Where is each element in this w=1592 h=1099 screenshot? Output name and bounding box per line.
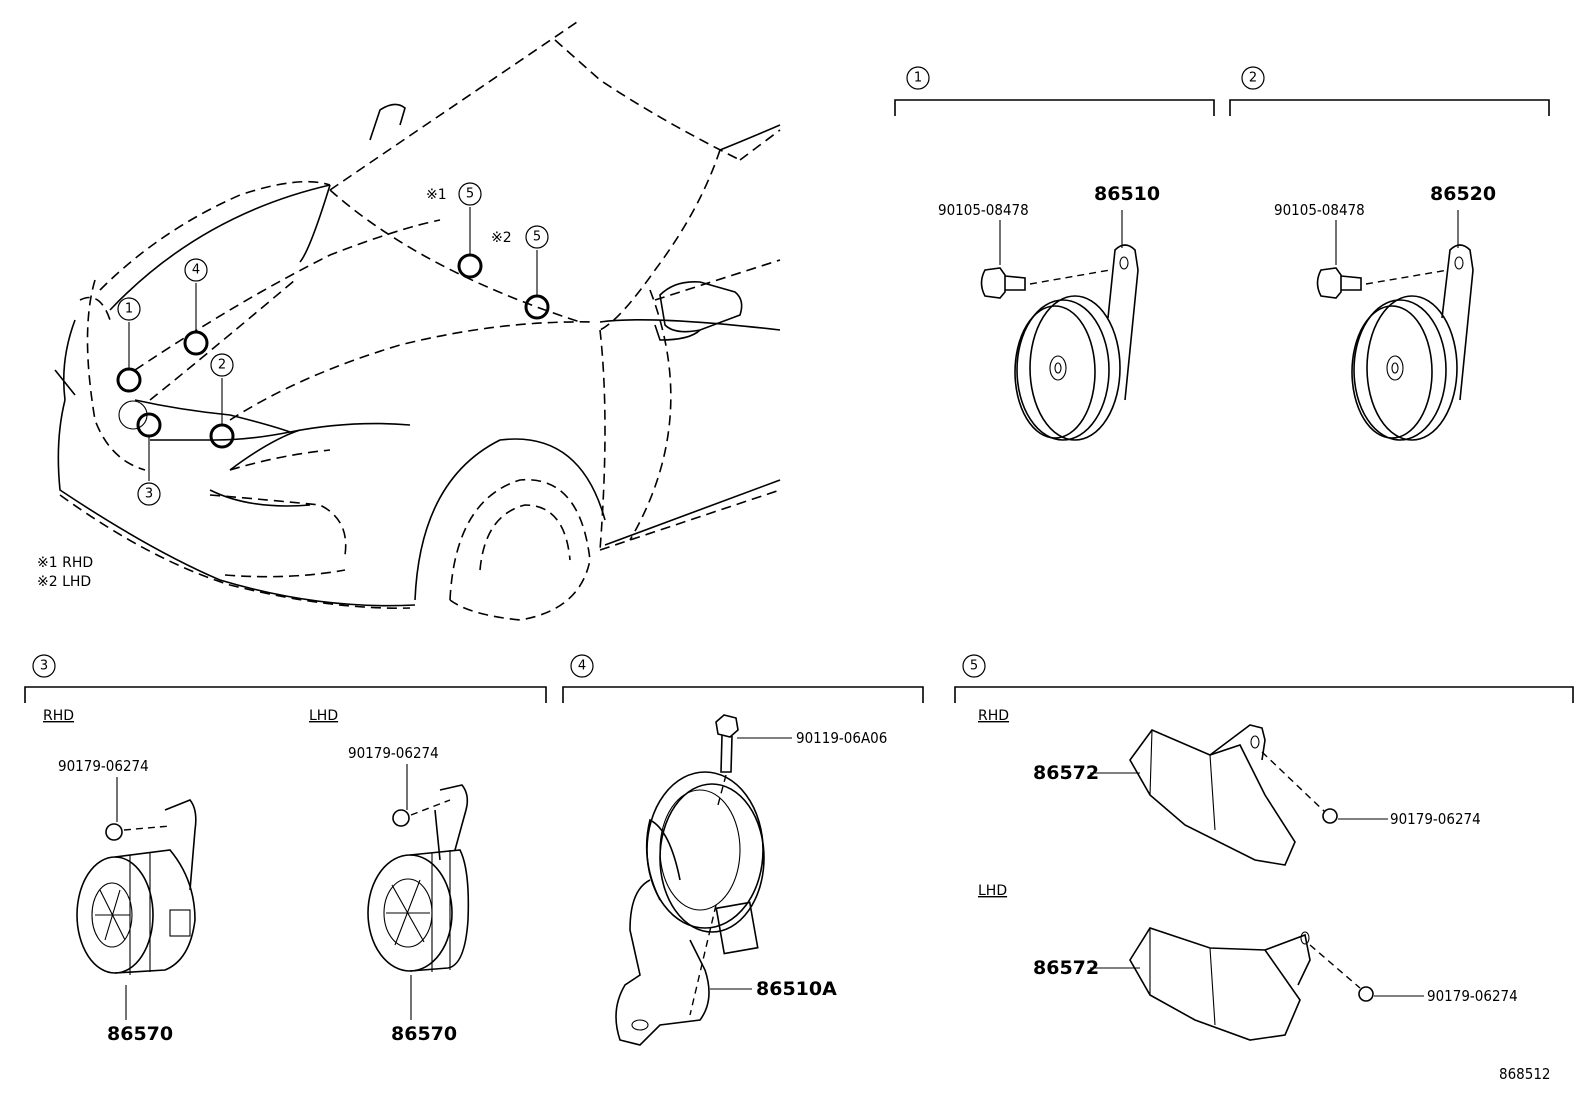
speaker-unit-icon <box>367 784 470 972</box>
section-4: 4 90119-06A06 86510A <box>562 654 924 1046</box>
s1-horn-label: 86510 <box>1094 183 1160 205</box>
diagram-id: 868512 <box>1499 1065 1551 1083</box>
callout-4: 4 <box>184 258 208 282</box>
s2-horn-label: 86520 <box>1430 183 1496 205</box>
callout-1: 1 <box>117 297 141 321</box>
section-5: 5 RHD LHD 86572 86572 90179-06274 90179-… <box>954 654 1574 1041</box>
s5-rhd-nut-label: 90179-06274 <box>1390 810 1481 828</box>
svg-text:3: 3 <box>40 659 48 674</box>
svg-text:4: 4 <box>578 659 586 674</box>
note-mark-2: ※2 <box>491 230 512 246</box>
speaker-unit-icon <box>76 799 197 975</box>
rhd-note: ※1 RHD <box>37 555 93 571</box>
s3-rhd-part-label: 86570 <box>107 1023 173 1045</box>
s5-rhd-label: RHD <box>978 708 1009 724</box>
s2-bolt-label: 90105-08478 <box>1274 201 1365 219</box>
svg-text:2: 2 <box>218 358 226 373</box>
svg-text:1: 1 <box>914 71 922 86</box>
svg-text:1: 1 <box>125 302 133 317</box>
s5-lhd-label: LHD <box>978 883 1007 899</box>
lhd-note: ※2 LHD <box>37 574 91 590</box>
s5-lhd-bracket-label: 86572 <box>1033 957 1099 979</box>
bracket-icon <box>1129 927 1374 1041</box>
bolt-icon <box>715 714 739 773</box>
s5-rhd-bracket-label: 86572 <box>1033 762 1099 784</box>
s4-horn-label: 86510A <box>756 978 837 1000</box>
callout-3: 3 <box>137 482 161 506</box>
s3-lhd-nut-label: 90179-06274 <box>348 744 439 762</box>
horn-icon <box>615 771 765 1046</box>
s3-rhd-nut-label: 90179-06274 <box>58 757 149 775</box>
svg-text:5: 5 <box>970 659 978 674</box>
section-2: 2 90105-08478 86520 <box>1229 66 1550 441</box>
s3-rhd-label: RHD <box>43 708 74 724</box>
callout-5-rhd: 5 <box>458 182 482 206</box>
svg-text:2: 2 <box>1249 71 1257 86</box>
car-illustration <box>54 19 781 621</box>
bolt-icon <box>980 267 1026 299</box>
callout-2: 2 <box>210 353 234 377</box>
section-1: 1 90105-08478 86510 <box>894 66 1215 441</box>
s1-bolt-label: 90105-08478 <box>938 201 1029 219</box>
section-3: 3 RHD LHD 90179-06274 90179-06274 86570 … <box>24 654 547 1045</box>
callout-5-lhd: 5 <box>525 225 549 249</box>
s4-bolt-label: 90119-06A06 <box>796 729 887 747</box>
s3-lhd-part-label: 86570 <box>391 1023 457 1045</box>
svg-text:5: 5 <box>533 230 541 245</box>
horn-icon <box>1014 295 1121 441</box>
note-mark-1: ※1 <box>426 187 447 203</box>
s3-lhd-label: LHD <box>309 708 338 724</box>
bracket-icon <box>1129 724 1338 866</box>
horn-icon <box>1351 295 1458 441</box>
bolt-icon <box>1316 267 1362 299</box>
svg-text:4: 4 <box>192 263 200 278</box>
s5-lhd-nut-label: 90179-06274 <box>1427 987 1518 1005</box>
svg-text:5: 5 <box>466 187 474 202</box>
svg-text:3: 3 <box>145 487 153 502</box>
